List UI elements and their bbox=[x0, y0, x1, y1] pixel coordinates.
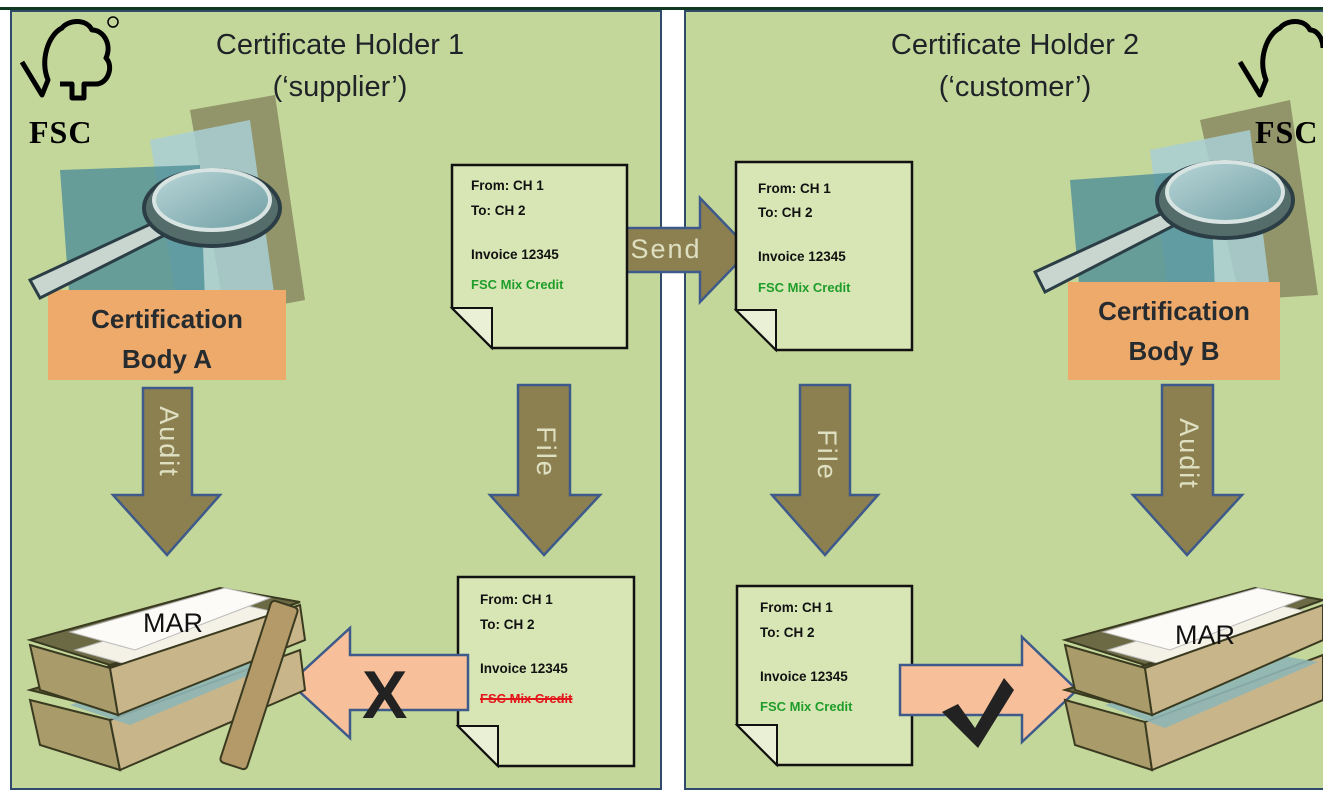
send-label: Send bbox=[630, 234, 702, 264]
accepted-arrow bbox=[898, 634, 1079, 745]
fsc-logo-right: FSC bbox=[1233, 14, 1323, 144]
fsc-tree-icon bbox=[1237, 19, 1323, 98]
holder-title-right: Certificate Holder 2 (‘customer’) bbox=[825, 24, 1205, 108]
invoice-from: From: CH 1 bbox=[760, 600, 833, 615]
invoice-number: Invoice 12345 bbox=[760, 669, 848, 684]
audit-label-left: Audit bbox=[154, 406, 184, 478]
holder-name: Certificate Holder 1 bbox=[215, 29, 465, 61]
holder-role: (‘supplier’) bbox=[272, 71, 408, 103]
certification-body-line2: Body B bbox=[1128, 336, 1220, 366]
invoice-number: Invoice 12345 bbox=[471, 247, 559, 262]
audit-arrow-left bbox=[110, 386, 223, 557]
file-label-left: File bbox=[531, 426, 561, 478]
certification-body-b-box bbox=[1068, 282, 1280, 380]
invoice-from: From: CH 1 bbox=[758, 181, 831, 196]
invoice-from: From: CH 1 bbox=[471, 178, 544, 193]
reject-x-icon: X bbox=[362, 657, 408, 733]
certification-body-line1: Certification bbox=[91, 304, 243, 334]
top-border bbox=[0, 0, 1323, 10]
mar-tray-left bbox=[26, 586, 307, 772]
certification-body-a-box bbox=[48, 290, 286, 380]
holder-title-left: Certificate Holder 1 (‘supplier’) bbox=[150, 24, 530, 108]
certification-body-a-label: Certification Body A bbox=[48, 299, 286, 379]
fsc-logo-text: FSC bbox=[1255, 114, 1319, 144]
invoice-claim: FSC Mix Credit bbox=[760, 699, 853, 714]
invoice-claim: FSC Mix Credit bbox=[758, 280, 851, 295]
magnifier-icon bbox=[1032, 160, 1295, 295]
audit-arrow-right bbox=[1130, 383, 1245, 557]
invoice-number: Invoice 12345 bbox=[480, 661, 568, 676]
invoice-document bbox=[449, 163, 629, 351]
invoice-claim-rejected: FSC Mix Credit bbox=[480, 691, 573, 706]
invoice-document bbox=[733, 160, 914, 353]
fsc-logo-text: FSC bbox=[29, 114, 93, 144]
mar-label-right: MAR bbox=[1175, 620, 1235, 650]
file-arrow-left bbox=[487, 383, 603, 557]
mar-label-left: MAR bbox=[143, 608, 203, 638]
file-arrow-right bbox=[769, 383, 881, 557]
certification-body-line1: Certification bbox=[1098, 296, 1250, 326]
file-label-right: File bbox=[812, 429, 842, 481]
invoice-from: From: CH 1 bbox=[480, 592, 553, 607]
fsc-logo-left: FSC bbox=[14, 14, 124, 144]
certification-body-line2: Body A bbox=[121, 344, 213, 374]
holder-role: (‘customer’) bbox=[938, 71, 1092, 103]
invoice-to: To: CH 2 bbox=[760, 625, 815, 640]
invoice-document bbox=[455, 575, 636, 769]
rejected-arrow bbox=[288, 625, 470, 741]
mar-tray-right bbox=[1061, 586, 1323, 772]
invoice-to: To: CH 2 bbox=[758, 205, 813, 220]
invoice-document bbox=[734, 584, 914, 768]
invoice-number: Invoice 12345 bbox=[758, 249, 846, 264]
certification-body-b-label: Certification Body B bbox=[1068, 291, 1280, 371]
invoice-claim: FSC Mix Credit bbox=[471, 277, 564, 292]
invoice-to: To: CH 2 bbox=[480, 617, 535, 632]
magnifier-icon bbox=[27, 168, 282, 300]
fsc-tree-icon bbox=[19, 16, 119, 101]
audit-label-right: Audit bbox=[1174, 418, 1204, 490]
invoice-to: To: CH 2 bbox=[471, 203, 526, 218]
check-icon bbox=[942, 678, 1014, 748]
holder-name: Certificate Holder 2 bbox=[890, 29, 1140, 61]
